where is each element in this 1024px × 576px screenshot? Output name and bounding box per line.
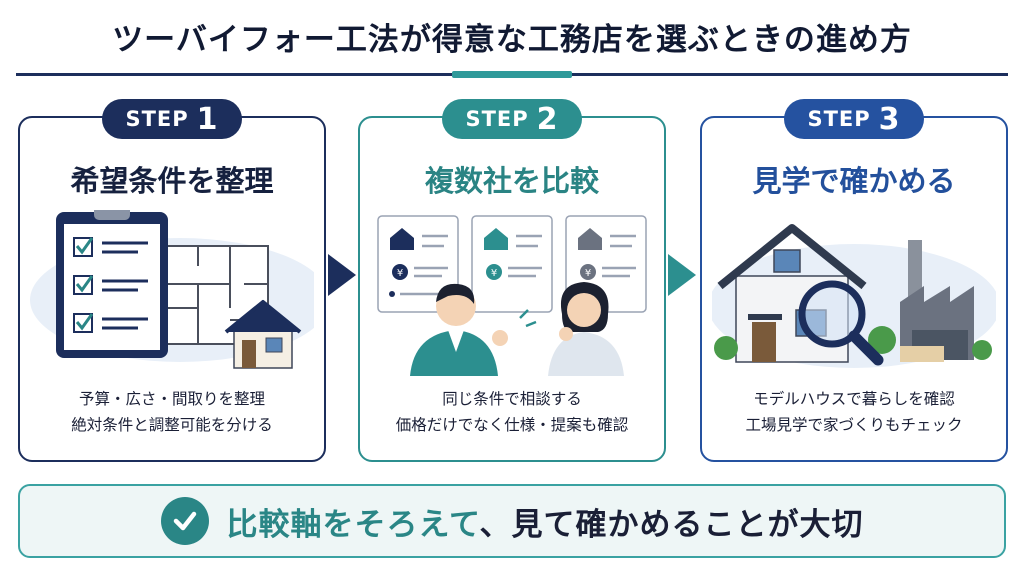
summary-banner: 比較軸をそろえて、見て確かめることが大切 xyxy=(18,484,1006,558)
step-3-desc-line-1: モデルハウスで暮らしを確認 xyxy=(753,390,955,408)
company-card-icon: ¥ xyxy=(471,215,553,313)
step-2-desc-line-2: 価格だけでなく仕様・提案も確認 xyxy=(395,416,629,434)
step-3-desc-line-2: 工場見学で家づくりもチェック xyxy=(745,416,963,434)
summary-rest-text: 、見て確かめることが大切 xyxy=(479,506,864,543)
step-1-description: 予算・広さ・間取りを整理 絶対条件と調整可能を分ける xyxy=(20,386,324,438)
arrow-right-icon xyxy=(668,254,696,296)
step-2-pill: STEP 2 xyxy=(442,99,582,139)
step-3-pill: STEP 3 xyxy=(784,99,924,139)
step-1-heading: 希望条件を整理 xyxy=(70,164,274,198)
step-2-heading: 複数社を比較 xyxy=(424,164,599,198)
step-3-illustration xyxy=(712,224,996,368)
checklist-clipboard-icon xyxy=(56,210,168,358)
step-3-pill-number: 3 xyxy=(878,101,901,137)
svg-text:¥: ¥ xyxy=(491,268,497,279)
step-3-card: 見学で確かめる モデルハウスで暮らしを確認 工場見学で家づくりもチェック xyxy=(700,116,1008,462)
step-2-pill-number: 2 xyxy=(536,101,559,137)
svg-text:¥: ¥ xyxy=(397,268,403,279)
step-1-pill-number: 1 xyxy=(196,101,219,137)
consultation-people-icon xyxy=(410,282,624,376)
magnifier-icon xyxy=(798,280,884,366)
summary-accent-text: 比較軸をそろえて xyxy=(226,506,480,543)
factory-icon xyxy=(900,240,974,362)
arrow-right-icon xyxy=(328,254,356,296)
step-1-desc-line-1: 予算・広さ・間取りを整理 xyxy=(78,390,265,408)
step-2-pill-label: STEP xyxy=(465,107,529,131)
step-2-card: 複数社を比較 ¥ ¥ ¥ xyxy=(358,116,666,462)
step-1-desc-line-2: 絶対条件と調整可能を分ける xyxy=(71,416,273,434)
step-1-pill-label: STEP xyxy=(125,107,189,131)
step-1-pill: STEP 1 xyxy=(102,99,242,139)
step-3-heading: 見学で確かめる xyxy=(752,164,956,198)
house-icon xyxy=(224,300,302,369)
summary-text: 比較軸をそろえて、見て確かめることが大切 xyxy=(227,499,864,544)
check-circle-icon xyxy=(160,497,209,545)
company-card-icon: ¥ xyxy=(377,215,459,313)
step-1-illustration xyxy=(30,210,314,369)
step-2-desc-line-1: 同じ条件で相談する xyxy=(442,390,582,408)
step-3-description: モデルハウスで暮らしを確認 工場見学で家づくりもチェック xyxy=(702,386,1006,438)
title-underline-accent xyxy=(452,71,572,78)
step-3-pill-label: STEP xyxy=(807,107,871,131)
svg-text:¥: ¥ xyxy=(585,268,591,279)
step-2-illustration: ¥ ¥ ¥ xyxy=(377,215,647,376)
step-1-card: 希望条件を整理 xyxy=(18,116,326,462)
step-2-description: 同じ条件で相談する 価格だけでなく仕様・提案も確認 xyxy=(360,386,664,438)
page-title: ツーバイフォー工法が得意な工務店を選ぶときの進め方 xyxy=(112,22,912,58)
